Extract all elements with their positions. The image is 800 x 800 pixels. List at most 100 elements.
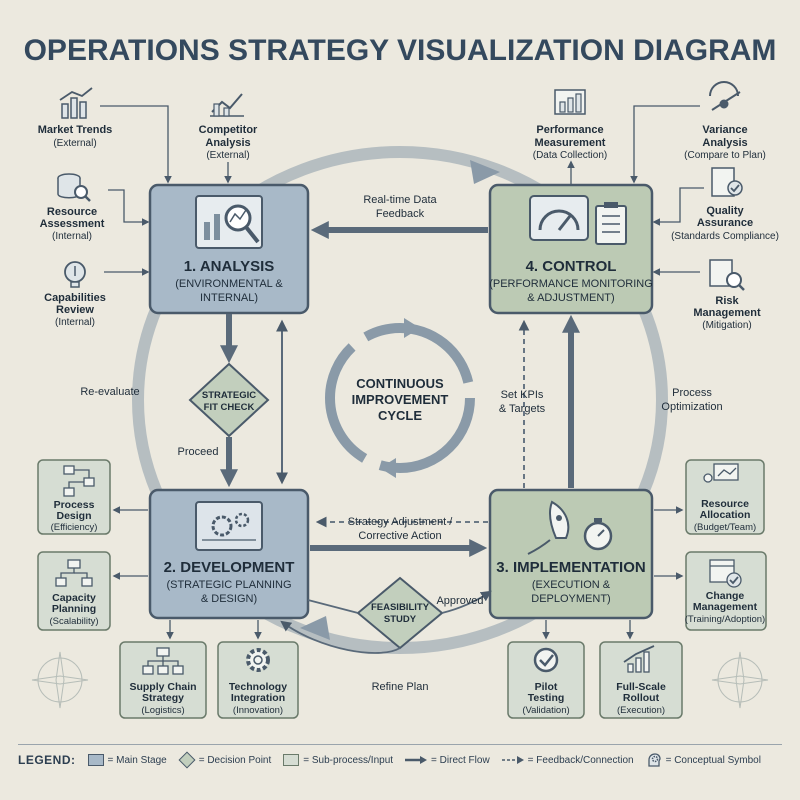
stage-implementation[interactable]: 3. IMPLEMENTATION (EXECUTION & DEPLOYMEN…	[488, 488, 654, 620]
legend-feedback-label: = Feedback/Connection	[527, 754, 634, 766]
flow-refine-plan	[280, 620, 401, 654]
lightbulb-icon	[64, 261, 86, 288]
capabilities-name-2: Review	[56, 304, 94, 316]
input-quality-assurance[interactable]: Quality Assurance (Standards Compliance)	[671, 167, 779, 242]
pilot-name-2: Testing	[528, 692, 565, 704]
calendar-check-icon	[709, 559, 742, 588]
subprocess-capacity-planning[interactable]: Capacity Planning (Scalability)	[37, 551, 111, 631]
input-variance-analysis[interactable]: Variance Analysis (Compare to Plan)	[684, 81, 766, 161]
implementation-desc-1: (EXECUTION &	[532, 579, 611, 591]
implementation-title: 3. IMPLEMENTATION	[496, 559, 645, 576]
fit-line-2: FIT CHECK	[204, 402, 255, 413]
label-reevaluate: Re-evaluate	[80, 386, 139, 398]
bar-chart-icon	[59, 87, 93, 119]
input-capabilities-review[interactable]: Capabilities Review (Internal)	[44, 261, 106, 328]
label-realtime-2: Feedback	[376, 208, 425, 220]
center-line-1: CONTINUOUS	[356, 376, 444, 391]
rollout-name-1: Full-Scale	[616, 681, 666, 693]
stage-development[interactable]: 2. DEVELOPMENT (STRATEGIC PLANNING & DES…	[148, 488, 310, 620]
head-gear-icon	[647, 753, 661, 767]
subprocess-pilot-testing[interactable]: Pilot Testing (Validation)	[507, 641, 585, 719]
stage-control[interactable]: 4. CONTROL (PERFORMANCE MONITORING & ADJ…	[488, 183, 654, 315]
label-set-kpis-1: Set KPIs	[501, 389, 544, 401]
legend-decision-label: = Decision Point	[198, 754, 272, 766]
resource-alloc-note: (Budget/Team)	[694, 522, 756, 533]
presentation-icon	[703, 463, 739, 483]
supply-chain-note: (Logistics)	[141, 705, 184, 716]
input-performance-measurement[interactable]: Performance Measurement (Data Collection…	[533, 89, 607, 161]
subprocess-change-management[interactable]: Change Management (Training/Adoption)	[685, 551, 767, 631]
solid-arrow-icon	[405, 756, 428, 764]
gauge-icon	[529, 195, 589, 241]
legend: LEGEND: = Main Stage = Decision Point = …	[18, 744, 782, 775]
label-strategy-adj-1: Strategy Adjustment /	[348, 516, 453, 528]
legend-main-label: = Main Stage	[107, 754, 167, 766]
change-note: (Training/Adoption)	[685, 614, 765, 625]
fit-line-1: STRATEGIC	[202, 390, 256, 401]
flowchart-icon	[63, 465, 95, 497]
center-line-2: IMPROVEMENT	[352, 392, 449, 407]
cycle-arrowhead-1	[404, 318, 420, 338]
connector-resource	[108, 189, 150, 226]
check-circle-icon	[533, 647, 559, 673]
page-title: OPERATIONS STRATEGY VISUALIZATION DIAGRA…	[24, 34, 777, 67]
improvement-cycle: CONTINUOUS IMPROVEMENT CYCLE	[325, 318, 475, 478]
input-competitor-analysis[interactable]: Competitor Analysis (External)	[199, 93, 258, 161]
input-resource-assessment[interactable]: Resource Assessment (Internal)	[40, 173, 105, 242]
competitor-name-2: Analysis	[205, 137, 250, 149]
dashed-arrow-icon	[501, 756, 524, 764]
compass-rose-icon	[31, 651, 89, 709]
subprocess-technology-integration[interactable]: Technology Integration (Innovation)	[217, 641, 299, 719]
resource-name-1: Resource	[47, 206, 97, 218]
input-connectors	[100, 105, 704, 276]
risk-search-icon	[709, 259, 745, 291]
decision-strategic-fit[interactable]: STRATEGIC FIT CHECK	[188, 362, 270, 438]
compass-rose-right-icon	[711, 651, 769, 709]
technology-name-1: Technology	[229, 681, 287, 693]
growth-chart-icon	[623, 645, 655, 673]
legend-subprocess: = Sub-process/Input	[283, 754, 393, 766]
subprocess-supply-chain[interactable]: Supply Chain Strategy (Logistics)	[119, 641, 207, 719]
decision-feasibility[interactable]: FEASIBILITY STUDY	[356, 576, 444, 650]
cycle-arrow-top	[470, 160, 500, 184]
variance-note: (Compare to Plan)	[684, 150, 766, 161]
stage-analysis[interactable]: 1. ANALYSIS (ENVIRONMENTAL & INTERNAL)	[148, 183, 310, 315]
development-title: 2. DEVELOPMENT	[164, 559, 295, 576]
subprocess-resource-allocation[interactable]: Resource Allocation (Budget/Team)	[685, 459, 765, 535]
center-line-3: CYCLE	[378, 408, 422, 423]
database-icon	[57, 173, 91, 202]
label-strategy-adj-2: Corrective Action	[358, 530, 441, 542]
subprocess-process-design[interactable]: Process Design (Efficiency)	[37, 459, 111, 535]
performance-name-1: Performance	[536, 124, 603, 136]
process-design-name-2: Design	[56, 510, 91, 522]
implementation-desc-2: DEPLOYMENT)	[531, 593, 610, 605]
change-name-1: Change	[706, 590, 745, 602]
capacity-name-1: Capacity	[52, 592, 96, 604]
subprocess-full-scale-rollout[interactable]: Full-Scale Rollout (Execution)	[599, 641, 683, 719]
pilot-note: (Validation)	[522, 705, 569, 716]
input-market-trends[interactable]: Market Trends (External)	[38, 87, 113, 149]
flow-development-to-feasibility	[307, 599, 359, 614]
analysis-title: 1. ANALYSIS	[184, 258, 275, 275]
quality-note: (Standards Compliance)	[671, 231, 779, 242]
quality-name-2: Assurance	[697, 217, 753, 229]
resource-alloc-name-2: Allocation	[700, 509, 751, 521]
stopwatch-icon	[583, 518, 613, 551]
resource-note: (Internal)	[52, 231, 92, 242]
label-realtime-1: Real-time Data	[363, 194, 437, 206]
feasibility-line-2: STUDY	[384, 614, 417, 625]
capacity-name-2: Planning	[52, 603, 96, 615]
supply-chain-name-2: Strategy	[142, 692, 184, 704]
technology-name-2: Integration	[231, 692, 285, 704]
control-desc-1: (PERFORMANCE MONITORING	[489, 278, 653, 290]
flow-labels: Real-time Data Feedback Re-evaluate Proc…	[80, 194, 722, 693]
main-stage-swatch	[87, 754, 104, 766]
variance-name-1: Variance	[702, 124, 747, 136]
clipboard-icon	[595, 202, 627, 245]
control-title: 4. CONTROL	[526, 258, 617, 275]
quality-name-1: Quality	[706, 205, 744, 217]
label-set-kpis-2: & Targets	[499, 403, 546, 415]
input-risk-management[interactable]: Risk Management (Mitigation)	[693, 259, 761, 331]
legend-decision-point: = Decision Point	[178, 751, 272, 769]
variance-name-2: Analysis	[702, 137, 747, 149]
